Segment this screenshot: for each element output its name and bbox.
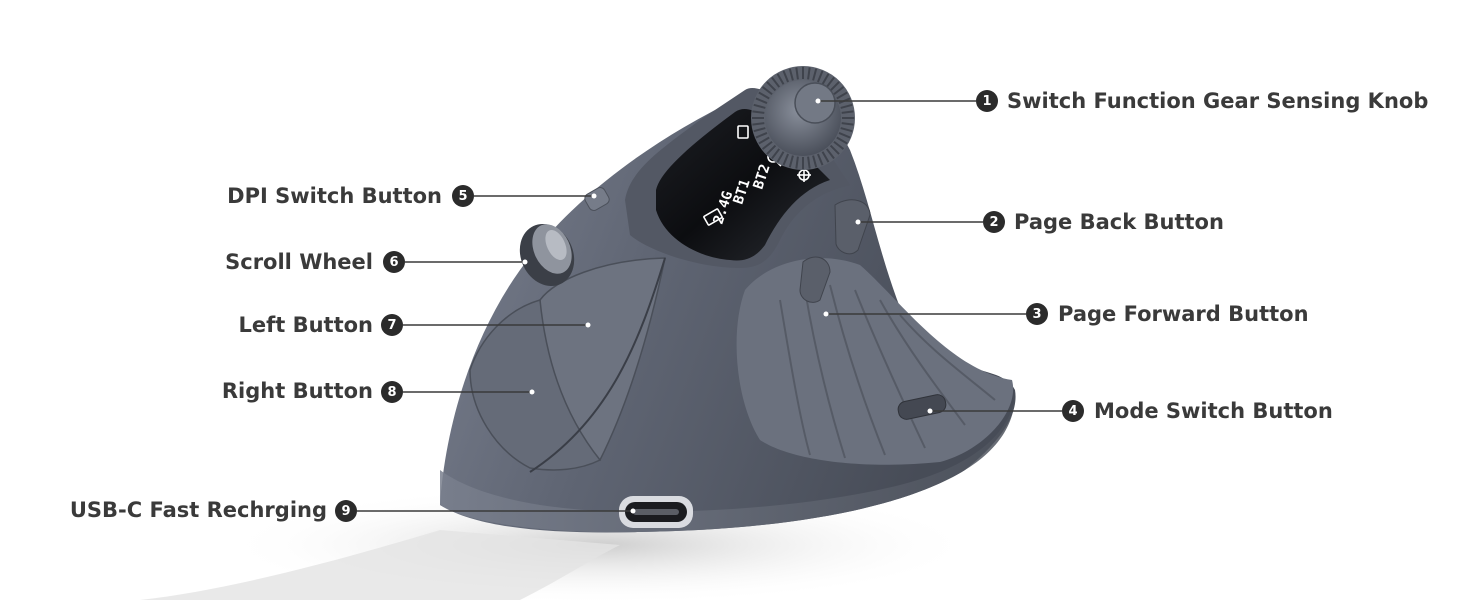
leader-dot-8: [529, 389, 535, 395]
knob-tooth: [825, 148, 835, 160]
battery-icon: [703, 208, 723, 226]
callout-label-8: Right Button: [221, 379, 373, 403]
leader-dot-1: [815, 98, 821, 104]
button-split-line: [529, 257, 666, 473]
knob-tooth: [838, 132, 851, 139]
knob-tooth: [755, 97, 768, 104]
callout-label-4: Mode Switch Button: [1094, 399, 1333, 423]
leader-dot-6: [522, 259, 528, 265]
knob-tooth: [753, 103, 766, 109]
knob-tooth: [836, 91, 848, 100]
callout-number-8: 8: [381, 381, 403, 403]
knob-tooth: [766, 144, 777, 155]
knob-tooth: [776, 73, 785, 85]
callout-number-7: 7: [381, 314, 403, 336]
knob-tooth: [836, 136, 848, 145]
leader-dot-3: [823, 311, 829, 317]
knob-tooth: [788, 68, 794, 81]
knob-tooth: [771, 148, 781, 160]
callout-label-7: Left Button: [238, 313, 373, 337]
knob-tooth: [812, 68, 818, 81]
knob-tooth: [841, 122, 854, 126]
callout-label-2: Page Back Button: [1014, 210, 1224, 234]
dpi-button[interactable]: [583, 186, 611, 213]
callout-number-2: 2: [983, 211, 1005, 233]
knob-tooth: [766, 81, 777, 92]
callout-number-9: 9: [335, 500, 357, 522]
knob-tooth: [782, 70, 789, 83]
knob-tooth: [807, 67, 811, 80]
knob-tooth: [833, 86, 845, 96]
thumb-rest-ridges: [779, 284, 996, 459]
knob-tooth: [840, 127, 853, 133]
knob-tooth: [795, 156, 799, 169]
callout-number-6: 6: [383, 251, 405, 273]
knob-tooth: [817, 70, 824, 83]
leader-dot-7: [585, 322, 591, 328]
leader-lines: [357, 100, 1062, 512]
knob-tooth: [833, 140, 845, 150]
knob-tooth: [821, 151, 830, 163]
callout-label-1: Switch Function Gear Sensing Knob: [1007, 89, 1429, 113]
leader-dot-5: [591, 193, 597, 199]
knob-tooth: [812, 155, 818, 168]
knob-tooth: [821, 73, 830, 85]
callout-number-1: 1: [976, 90, 998, 112]
oled-mode-bt1: BT1: [731, 177, 754, 206]
gear-sensing-knob[interactable]: [751, 66, 855, 170]
knob-tooth: [752, 122, 765, 126]
callout-label-9: USB-C Fast Rechrging: [69, 498, 327, 522]
mouse-base: [440, 395, 1015, 533]
knob-tooth: [829, 144, 840, 155]
callout-number-4: 4: [1062, 400, 1084, 422]
callout-number-3: 3: [1026, 303, 1048, 325]
knob-tooth: [841, 110, 854, 114]
knob-tooth: [755, 132, 768, 139]
mode-switch-button[interactable]: [897, 393, 948, 421]
usb-c-port: [619, 496, 693, 528]
knob-tooth: [782, 153, 789, 166]
office-icon: [737, 125, 749, 139]
scroll-wheel[interactable]: [510, 215, 584, 295]
callout-label-3: Page Forward Button: [1058, 302, 1309, 326]
knob-tooth: [788, 155, 794, 168]
knob-tooth: [817, 153, 824, 166]
leader-dot-4: [927, 408, 933, 414]
knob-tooth: [761, 86, 773, 96]
knob-tooth: [829, 81, 840, 92]
knob-tooth: [807, 156, 811, 169]
right-button-shape[interactable]: [469, 299, 602, 471]
knob-tooth: [758, 91, 770, 100]
oled-mode-bt2: BT2: [751, 162, 774, 191]
knob-tooth: [795, 67, 799, 80]
knob-tooth: [753, 127, 766, 133]
callout-label-6: Scroll Wheel: [225, 250, 373, 274]
knob-tooth: [825, 76, 835, 88]
floor-shadow-streak: [140, 530, 620, 600]
knob-tooth: [758, 136, 770, 145]
knob-tooth: [761, 140, 773, 150]
callout-label-5: DPI Switch Button: [227, 184, 442, 208]
thumb-rest: [736, 258, 1014, 465]
knob-tooth: [752, 110, 765, 114]
knob-tooth: [771, 76, 781, 88]
page-forward-button[interactable]: [799, 256, 831, 303]
knob-tooth: [840, 103, 853, 109]
callout-number-5: 5: [452, 185, 474, 207]
leader-dots: [522, 98, 933, 514]
page-back-button[interactable]: [834, 199, 871, 255]
leader-dot-9: [630, 508, 636, 514]
knob-tooth: [776, 151, 785, 163]
leader-dot-2: [855, 219, 861, 225]
